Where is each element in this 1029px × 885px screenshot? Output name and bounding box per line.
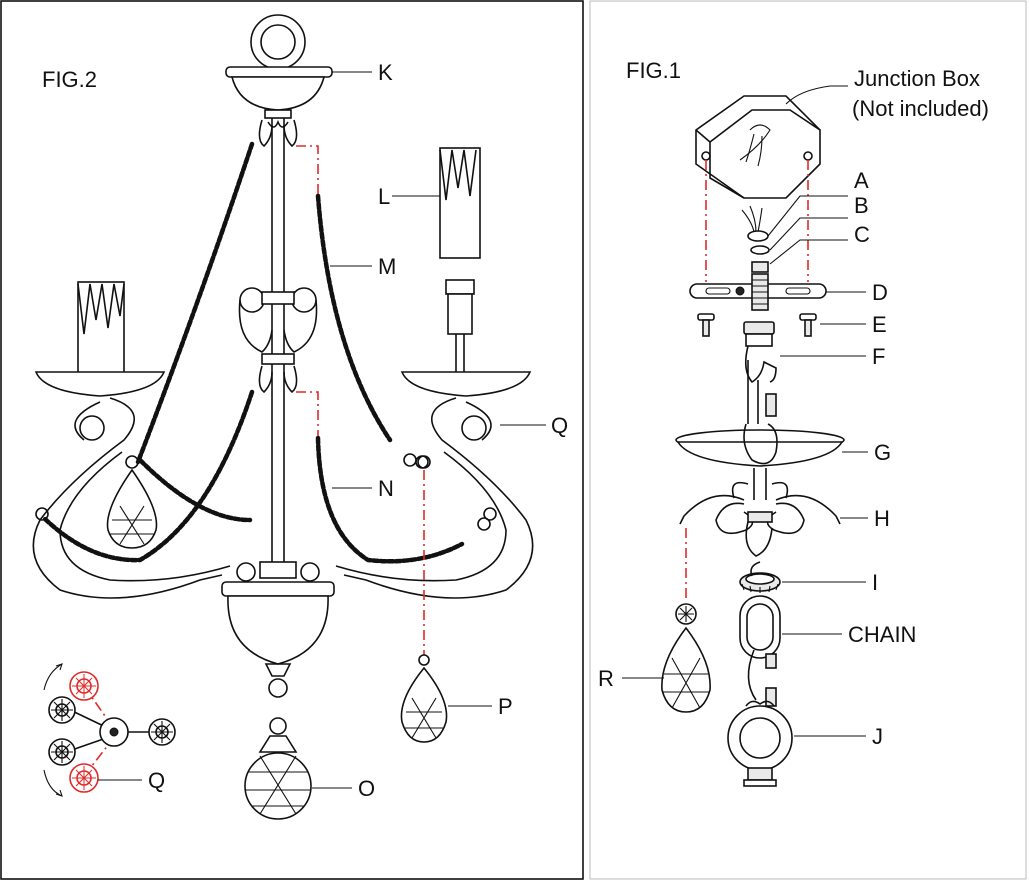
lock-washer-b xyxy=(750,245,770,255)
top-arms-h xyxy=(679,468,841,557)
chain-links xyxy=(739,561,781,707)
center-bowl xyxy=(221,561,335,698)
label-q-detail: Q xyxy=(148,768,165,793)
fig2-panel xyxy=(0,0,584,880)
crystal-teardrop-left xyxy=(106,468,158,549)
label-chain: CHAIN xyxy=(848,622,916,647)
leader-c xyxy=(769,239,848,265)
loop-j xyxy=(727,700,793,787)
top-view-detail-q xyxy=(43,663,176,797)
ring-hook xyxy=(477,517,491,531)
guide-dash-upper xyxy=(296,145,319,196)
wires-a xyxy=(741,205,769,242)
fig1-title: FIG.1 xyxy=(626,58,681,83)
leader-b xyxy=(769,217,848,251)
label-c: C xyxy=(854,222,870,247)
label-m: M xyxy=(378,254,396,279)
left-candle xyxy=(77,281,125,375)
frame-arms xyxy=(32,397,534,599)
crystal-teardrop-r xyxy=(661,603,711,713)
label-i: I xyxy=(872,570,878,595)
crystal-ball-o xyxy=(244,717,312,820)
fig1-panel xyxy=(589,0,1027,880)
left-bobeche xyxy=(34,371,166,397)
label-n: N xyxy=(378,476,394,501)
label-e: E xyxy=(872,312,887,337)
label-r: R xyxy=(598,666,614,691)
crystal-teardrop-p xyxy=(400,654,448,743)
central-stem xyxy=(238,118,318,570)
canopy-g xyxy=(675,423,845,467)
mounting-screws-e xyxy=(697,313,817,337)
crossbar-d xyxy=(689,273,827,311)
label-g: G xyxy=(874,440,891,465)
label-a: A xyxy=(854,168,869,193)
label-f: F xyxy=(872,344,885,369)
hook-f xyxy=(743,321,777,424)
ring-hook xyxy=(403,453,417,467)
label-k: K xyxy=(378,60,393,85)
label-l: L xyxy=(378,184,390,209)
label-h: H xyxy=(874,506,890,531)
ring-i xyxy=(739,572,781,593)
guide-dash-lower xyxy=(296,391,319,436)
label-j: J xyxy=(872,724,883,749)
leader-junction-box xyxy=(785,85,848,105)
right-bobeche xyxy=(400,371,532,397)
label-p: P xyxy=(498,694,513,719)
candle-sleeve-l xyxy=(439,147,481,259)
label-o: O xyxy=(358,776,375,801)
junction-box-label-1: Junction Box xyxy=(854,66,980,91)
junction-box-label-2: (Not included) xyxy=(852,96,989,121)
junction-box xyxy=(695,95,821,199)
leader-a xyxy=(767,195,848,237)
fig2-title: FIG.2 xyxy=(42,67,97,92)
socket xyxy=(445,279,475,372)
label-b: B xyxy=(854,193,869,218)
ring-hook xyxy=(417,455,431,469)
canopy-k xyxy=(225,14,333,119)
label-d: D xyxy=(872,280,888,305)
chain-swags xyxy=(41,141,465,564)
nut-c xyxy=(751,261,769,273)
label-q-arm: Q xyxy=(551,413,568,438)
